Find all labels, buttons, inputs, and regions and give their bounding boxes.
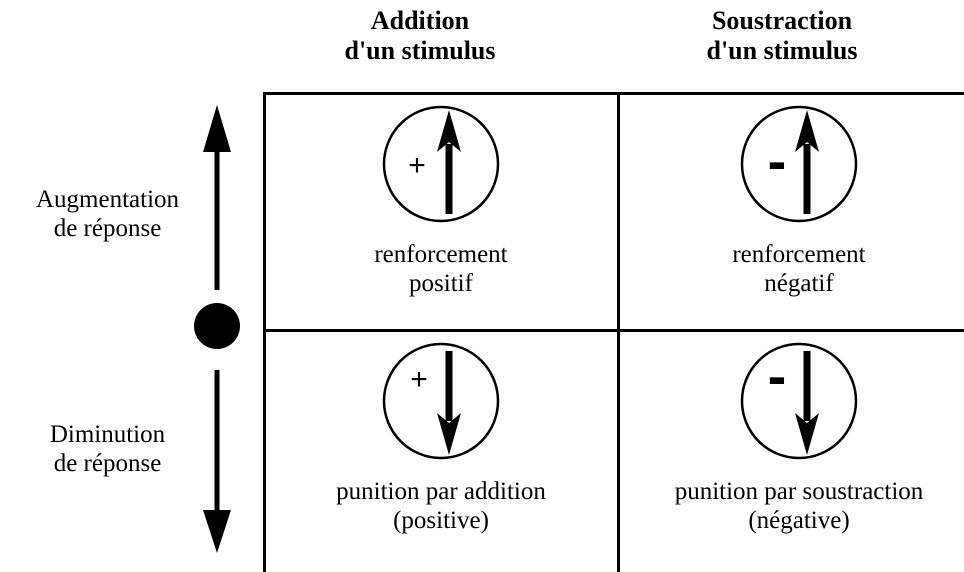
- cell-positive-punishment-line2: (positive): [393, 507, 489, 534]
- cell-positive-punishment-label: punition par addition (positive): [263, 477, 619, 535]
- column-header-subtraction-line1: Soustraction: [711, 6, 853, 35]
- cell-positive-reinforcement-line2: positif: [409, 270, 473, 297]
- cell-negative-reinforcement-label: renforcement négatif: [621, 240, 964, 298]
- minus-up-arrow-icon: -: [740, 105, 858, 223]
- grid-top-line: [263, 92, 964, 95]
- column-header-subtraction-line2: d'un stimulus: [706, 36, 858, 65]
- grid-left-line: [263, 92, 266, 572]
- cell-positive-reinforcement: + renforcement positif: [263, 102, 619, 298]
- cell-positive-punishment: + punition par addition (positive): [263, 339, 619, 535]
- cell-negative-punishment: - punition par soustraction (négative): [621, 339, 964, 535]
- reinforcement-grid: + renforcement positif - renforcement né…: [263, 92, 964, 572]
- column-header-addition-line2: d'un stimulus: [344, 36, 496, 65]
- cell-positive-punishment-line1: punition par addition: [336, 478, 546, 505]
- arrow-down-icon: [203, 370, 231, 553]
- svg-text:-: -: [768, 344, 787, 407]
- cell-negative-punishment-line2: (négative): [748, 507, 850, 534]
- plus-down-arrow-icon: +: [382, 342, 500, 460]
- grid-middle-line: [263, 329, 964, 332]
- column-header-subtraction: Soustraction d'un stimulus: [652, 6, 912, 66]
- arrow-up-icon: [203, 105, 231, 290]
- minus-down-arrow-icon: -: [740, 342, 858, 460]
- row-label-decrease-line2: de réponse: [53, 450, 162, 477]
- cell-positive-reinforcement-label: renforcement positif: [263, 240, 619, 298]
- svg-text:-: -: [768, 129, 787, 192]
- svg-text:+: +: [410, 363, 428, 396]
- row-label-decrease: Diminution de réponse: [0, 420, 215, 478]
- row-label-increase: Augmentation de réponse: [0, 185, 215, 243]
- cell-negative-reinforcement: - renforcement négatif: [621, 102, 964, 298]
- row-label-decrease-line1: Diminution: [49, 421, 166, 448]
- cell-positive-reinforcement-line1: renforcement: [374, 241, 508, 268]
- dot-icon: [194, 303, 240, 349]
- column-header-addition: Addition d'un stimulus: [290, 6, 550, 66]
- plus-up-arrow-icon: +: [382, 105, 500, 223]
- cell-negative-reinforcement-line1: renforcement: [732, 241, 866, 268]
- column-header-addition-line1: Addition: [370, 6, 470, 35]
- row-label-increase-line1: Augmentation: [35, 186, 180, 213]
- cell-negative-reinforcement-line2: négatif: [764, 270, 834, 297]
- cell-negative-punishment-label: punition par soustraction (négative): [621, 477, 964, 535]
- row-label-increase-line2: de réponse: [53, 215, 162, 242]
- grid-center-line: [617, 92, 620, 572]
- svg-text:+: +: [408, 149, 426, 182]
- cell-negative-punishment-line1: punition par soustraction: [674, 478, 924, 505]
